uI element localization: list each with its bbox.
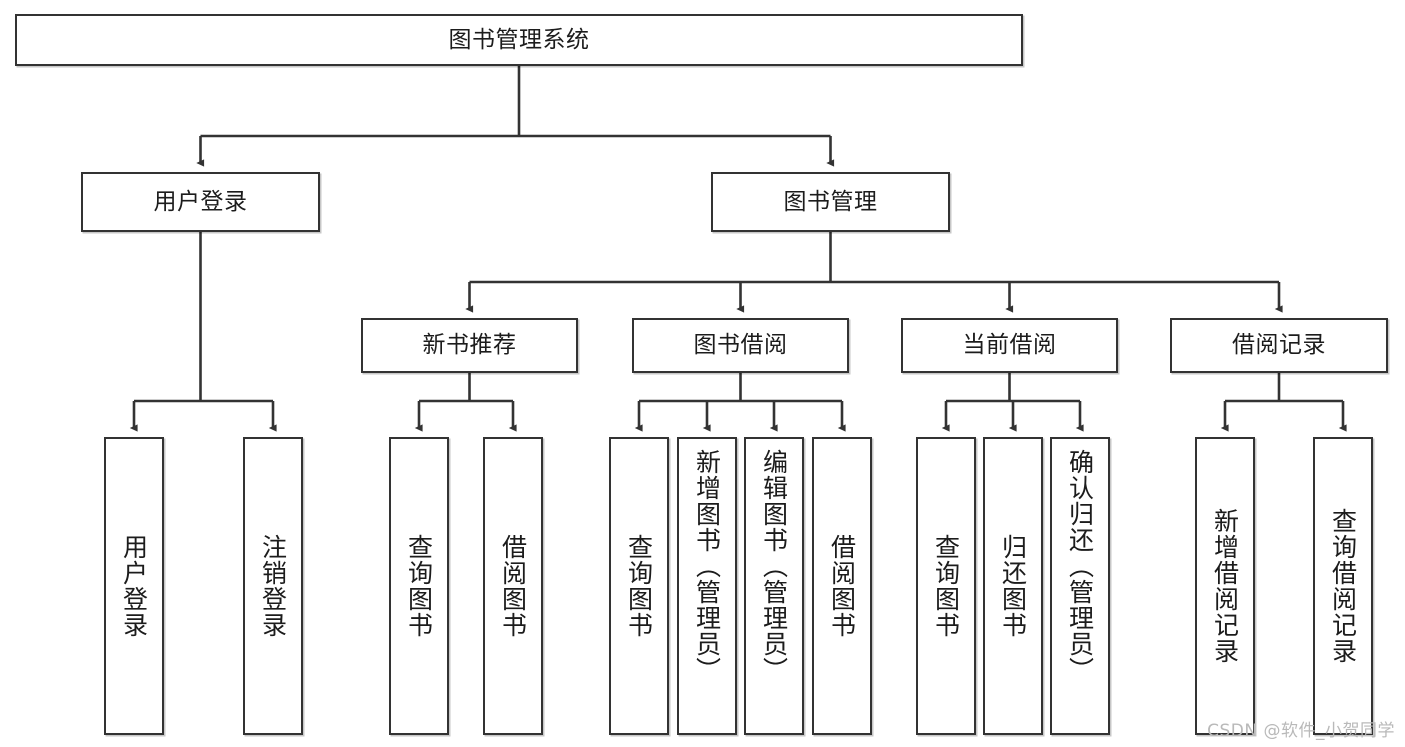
node-label: 查询借阅记录 bbox=[1328, 508, 1358, 664]
node-l-qrec[interactable]: 查询借阅记录 bbox=[1313, 437, 1373, 735]
node-label: 新书推荐 bbox=[422, 332, 517, 359]
node-label: 当前借阅 bbox=[962, 332, 1057, 359]
node-l-qbook3[interactable]: 查询图书 bbox=[916, 437, 976, 735]
node-l-bbook2[interactable]: 借阅图书 bbox=[812, 437, 872, 735]
node-current[interactable]: 当前借阅 bbox=[901, 318, 1118, 373]
node-borrow[interactable]: 图书借阅 bbox=[632, 318, 849, 373]
node-l-return[interactable]: 归还图书 bbox=[983, 437, 1043, 735]
node-label: 新增借阅记录 bbox=[1210, 508, 1240, 664]
node-l-bbook1[interactable]: 借阅图书 bbox=[483, 437, 543, 735]
node-label: 图书管理 bbox=[783, 188, 878, 215]
node-l-addrec[interactable]: 新增借阅记录 bbox=[1195, 437, 1255, 735]
node-l-editbook[interactable]: 编辑图书（管理员） bbox=[744, 437, 804, 735]
node-l-qbook1[interactable]: 查询图书 bbox=[389, 437, 449, 735]
node-newrec[interactable]: 新书推荐 bbox=[361, 318, 578, 373]
node-label: 借阅图书 bbox=[498, 534, 528, 638]
node-label: 用户登录 bbox=[119, 534, 149, 638]
node-l-qbook2[interactable]: 查询图书 bbox=[609, 437, 669, 735]
node-label: 用户登录 bbox=[153, 188, 248, 215]
node-l-logout[interactable]: 注销登录 bbox=[243, 437, 303, 735]
node-records[interactable]: 借阅记录 bbox=[1170, 318, 1388, 373]
node-label: 借阅记录 bbox=[1232, 332, 1326, 359]
node-label: 归还图书 bbox=[998, 534, 1028, 638]
node-root[interactable]: 图书管理系统 bbox=[15, 14, 1023, 66]
node-label: 注销登录 bbox=[258, 534, 288, 638]
node-login[interactable]: 用户登录 bbox=[81, 172, 320, 232]
node-label: 查询图书 bbox=[624, 534, 654, 638]
node-l-login[interactable]: 用户登录 bbox=[104, 437, 164, 735]
node-l-confirm[interactable]: 确认归还（管理员） bbox=[1050, 437, 1110, 735]
node-bookmgmt[interactable]: 图书管理 bbox=[711, 172, 950, 232]
node-label: 查询图书 bbox=[931, 534, 961, 638]
node-l-addbook[interactable]: 新增图书（管理员） bbox=[677, 437, 737, 735]
node-label: 查询图书 bbox=[404, 534, 434, 638]
node-label: 图书借阅 bbox=[693, 332, 788, 359]
node-label: 借阅图书 bbox=[827, 534, 857, 638]
watermark-text: CSDN @软件_小贺同学 bbox=[1207, 721, 1395, 741]
node-label: 确认归还（管理员） bbox=[1065, 449, 1095, 683]
node-label: 新增图书（管理员） bbox=[692, 449, 722, 683]
node-label: 图书管理系统 bbox=[448, 26, 590, 53]
node-label: 编辑图书（管理员） bbox=[759, 449, 789, 683]
